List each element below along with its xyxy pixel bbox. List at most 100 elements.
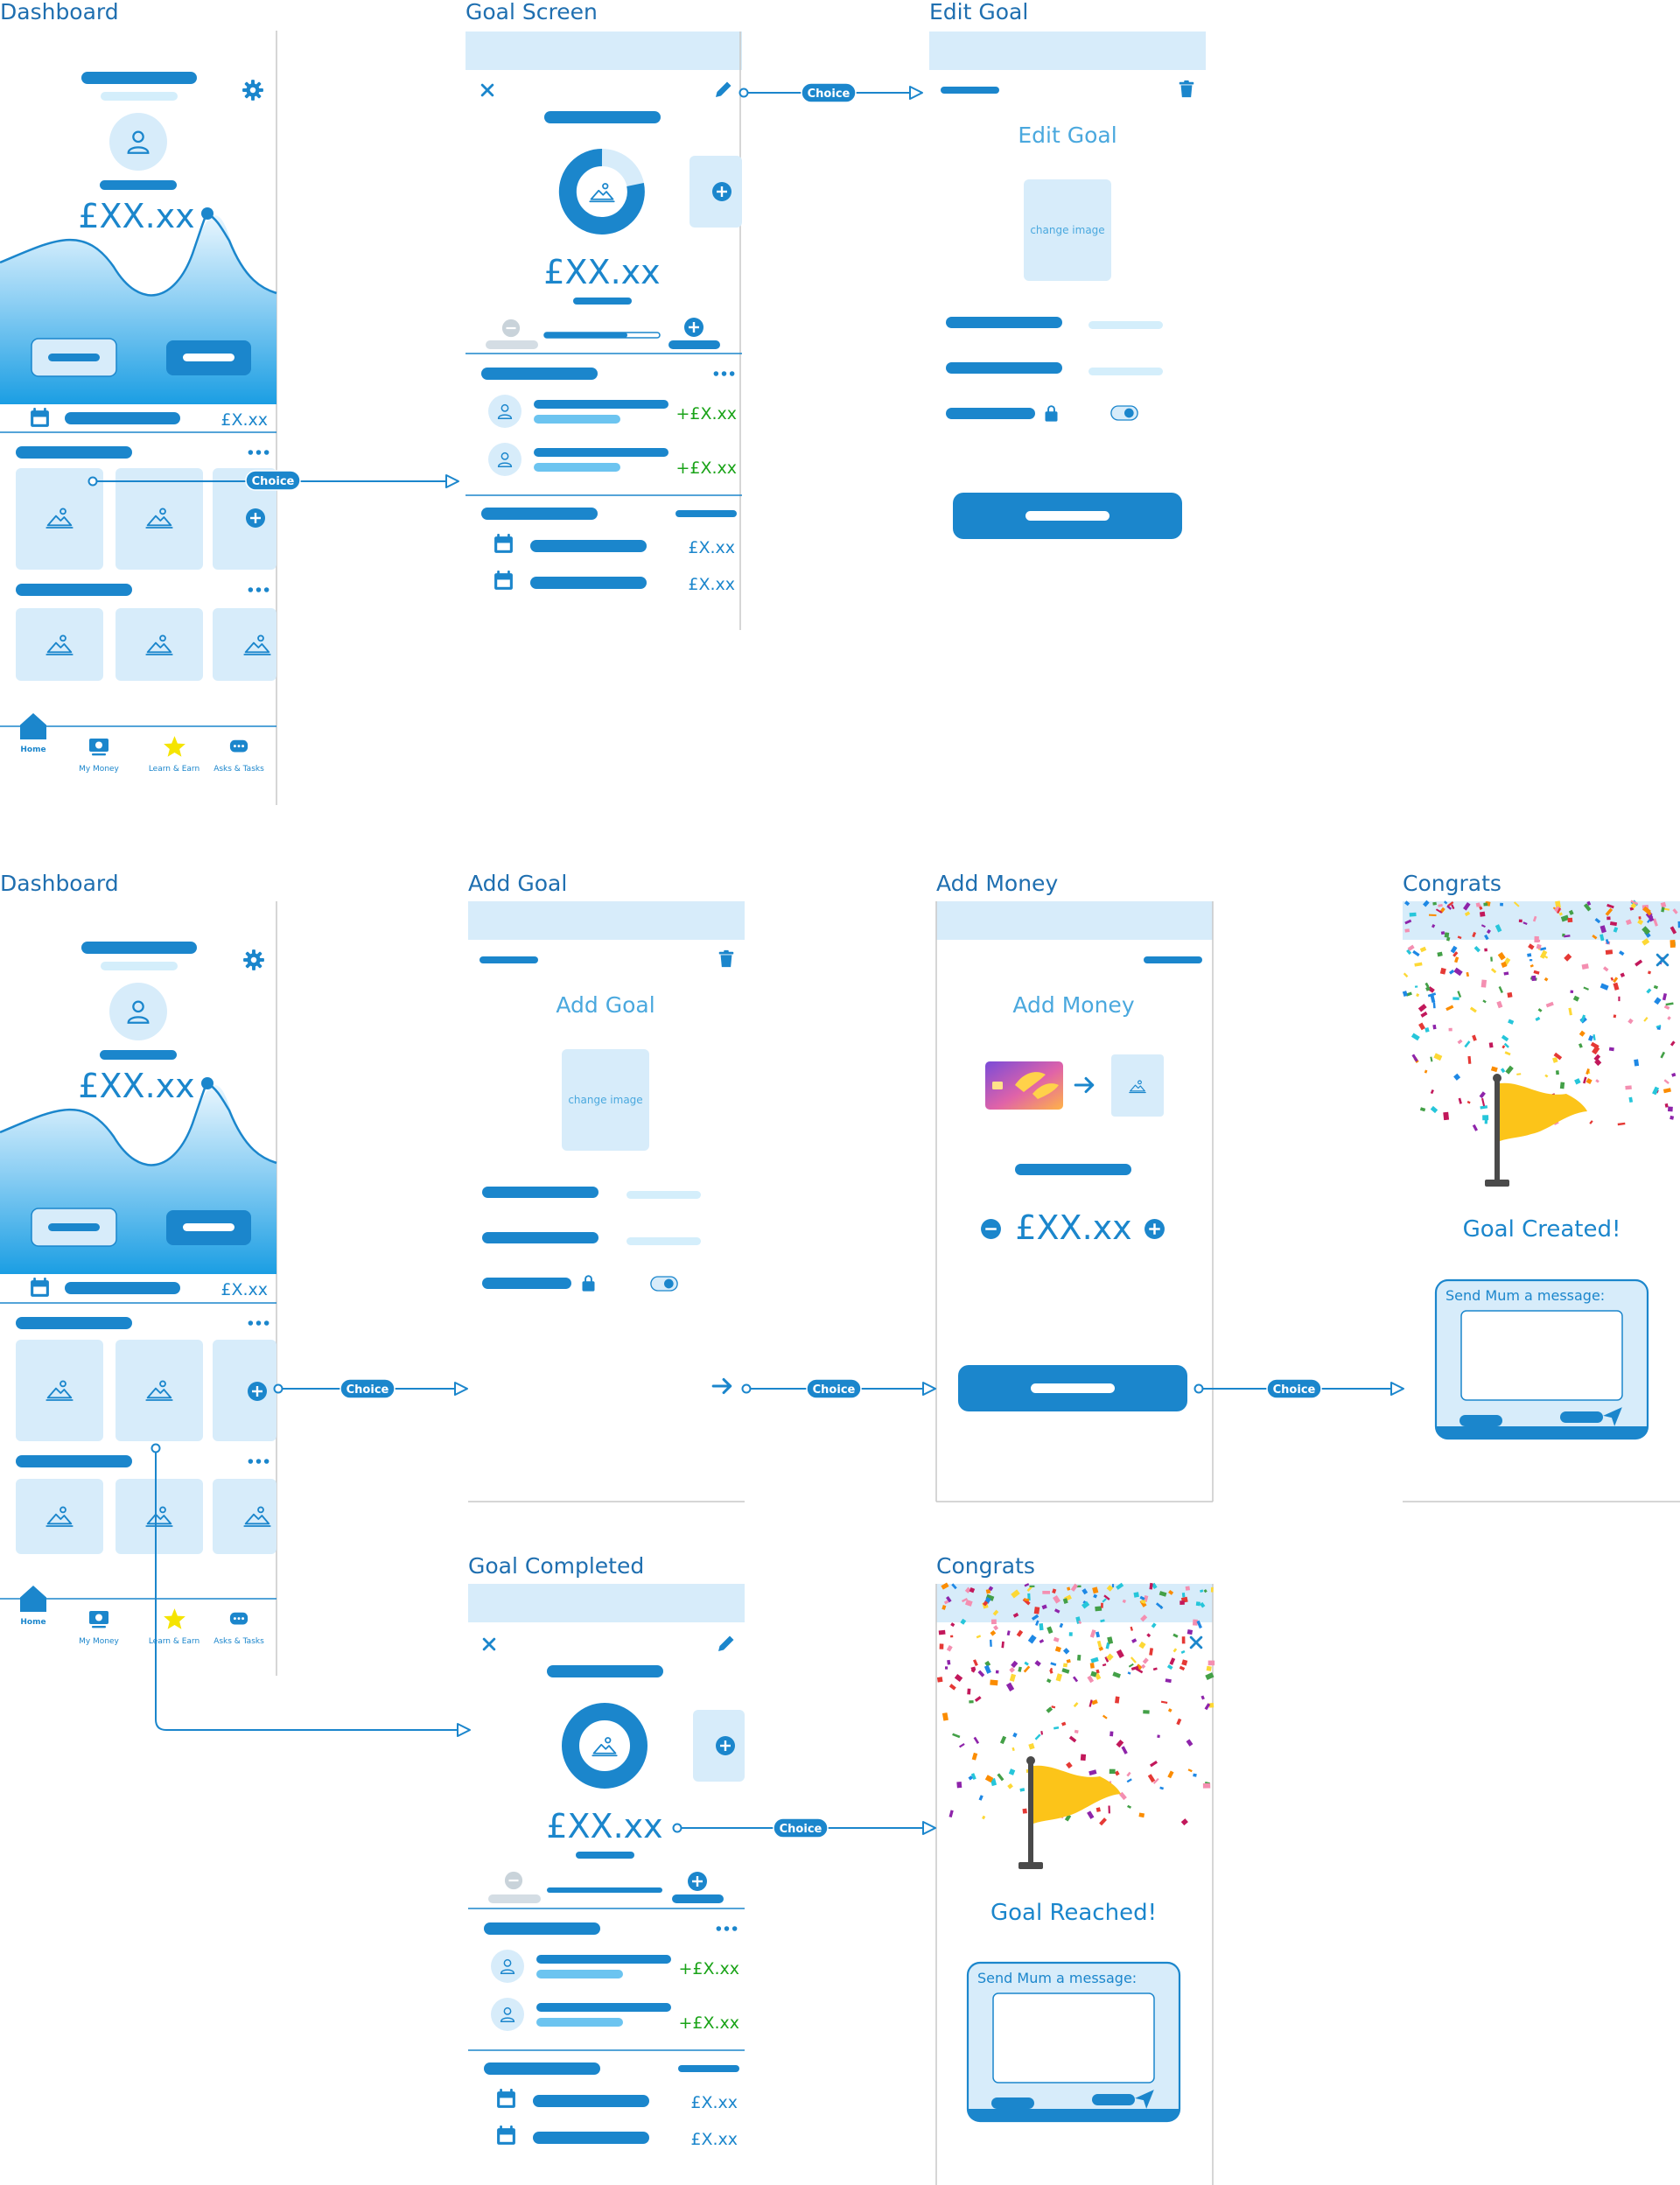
- choice-pill[interactable]: Choice: [806, 1378, 862, 1399]
- choice-pill[interactable]: Choice: [801, 82, 857, 103]
- nav-label-learn-earn[interactable]: Learn & Earn: [149, 1637, 200, 1646]
- plus-icon[interactable]: [246, 508, 265, 528]
- confetti-piece: [1052, 1588, 1057, 1594]
- chat-icon[interactable]: [229, 739, 248, 753]
- calendar-icon: [31, 1278, 49, 1297]
- confetti-piece: [1634, 1059, 1640, 1067]
- reward-tile[interactable]: [213, 1479, 276, 1554]
- add-goal-tile[interactable]: [213, 1340, 276, 1441]
- confetti-piece: [1480, 979, 1488, 988]
- change-image-label[interactable]: change image: [1030, 224, 1104, 236]
- reward-tile[interactable]: [116, 608, 203, 681]
- amount-field[interactable]: [1088, 368, 1163, 375]
- confetti-piece: [1039, 1639, 1045, 1644]
- change-image-tile[interactable]: [562, 1049, 649, 1151]
- plus-icon[interactable]: [716, 1736, 735, 1755]
- more-icon[interactable]: [716, 1926, 738, 1931]
- change-image-label[interactable]: change image: [568, 1094, 642, 1106]
- message-option-button[interactable]: [1460, 1415, 1502, 1426]
- close-icon[interactable]: [482, 1637, 496, 1651]
- confetti-piece: [1138, 1641, 1146, 1649]
- reward-tile[interactable]: [116, 1479, 203, 1554]
- confetti-piece: [1469, 1006, 1477, 1013]
- reward-tile[interactable]: [16, 1479, 103, 1554]
- close-icon[interactable]: [1189, 1635, 1203, 1649]
- minus-icon[interactable]: [504, 1871, 523, 1890]
- nav-label-learn-earn[interactable]: Learn & Earn: [149, 765, 200, 774]
- reward-tile[interactable]: [213, 608, 276, 681]
- nav-label-asks-tasks[interactable]: Asks & Tasks: [214, 1637, 264, 1646]
- money-icon[interactable]: [89, 739, 108, 756]
- more-icon[interactable]: [248, 587, 270, 592]
- more-icon[interactable]: [248, 450, 270, 455]
- name-field[interactable]: [626, 1191, 701, 1199]
- trash-icon[interactable]: [718, 949, 734, 968]
- close-icon[interactable]: [480, 83, 494, 97]
- message-input[interactable]: [992, 1992, 1155, 2083]
- balance-amount: £XX.xx: [78, 1067, 194, 1105]
- confetti-piece: [1458, 1097, 1462, 1104]
- plus-icon[interactable]: [248, 1382, 267, 1401]
- reward-tile[interactable]: [16, 608, 103, 681]
- confetti-piece: [1438, 904, 1443, 907]
- nav-label-home[interactable]: Home: [20, 1618, 46, 1627]
- amount-slider[interactable]: [547, 1887, 662, 1893]
- goal-tile[interactable]: [16, 1340, 103, 1441]
- lock-toggle[interactable]: [1110, 405, 1138, 421]
- more-icon[interactable]: [248, 1459, 270, 1464]
- plus-icon[interactable]: [712, 182, 732, 201]
- goal-thumbnail[interactable]: [1111, 1054, 1164, 1117]
- star-icon[interactable]: [164, 736, 186, 757]
- choice-pill[interactable]: Choice: [245, 470, 301, 491]
- nav-label-asks-tasks[interactable]: Asks & Tasks: [214, 765, 264, 774]
- message-input[interactable]: [1460, 1310, 1623, 1401]
- close-icon[interactable]: [1656, 953, 1670, 967]
- confetti-piece: [1167, 1708, 1172, 1712]
- confetti-piece: [1539, 949, 1548, 959]
- plus-icon[interactable]: [1144, 1219, 1165, 1239]
- edit-icon[interactable]: [718, 1635, 734, 1652]
- confetti-piece: [1139, 1595, 1145, 1600]
- gear-icon[interactable]: [242, 80, 263, 101]
- home-icon[interactable]: [20, 713, 46, 739]
- star-icon[interactable]: [164, 1608, 186, 1629]
- home-icon[interactable]: [20, 1586, 46, 1612]
- more-icon[interactable]: [248, 1320, 270, 1326]
- amount-field[interactable]: [626, 1237, 701, 1245]
- choice-pill[interactable]: Choice: [1266, 1378, 1322, 1399]
- confetti-piece: [1147, 1774, 1156, 1783]
- chart-point[interactable]: [201, 207, 214, 220]
- trash-icon[interactable]: [1179, 80, 1194, 98]
- change-image-tile[interactable]: [1024, 179, 1111, 281]
- name-field[interactable]: [1088, 321, 1163, 329]
- minus-icon[interactable]: [501, 319, 521, 338]
- chat-icon[interactable]: [229, 1612, 248, 1625]
- gear-icon[interactable]: [243, 949, 264, 970]
- plus-icon[interactable]: [684, 318, 704, 337]
- confetti-piece: [1555, 1070, 1559, 1075]
- confetti-piece: [1026, 1586, 1032, 1593]
- choice-pill[interactable]: Choice: [773, 1817, 829, 1838]
- plus-icon[interactable]: [688, 1872, 707, 1891]
- money-icon[interactable]: [89, 1611, 108, 1628]
- chart-point[interactable]: [201, 1077, 214, 1089]
- confetti-piece: [1518, 919, 1522, 923]
- confetti-piece: [982, 1815, 986, 1820]
- more-icon[interactable]: [713, 371, 735, 376]
- minus-icon[interactable]: [981, 1219, 1001, 1239]
- confetti-piece: [1135, 1667, 1144, 1674]
- goal-tile[interactable]: [116, 1340, 203, 1441]
- confetti-piece: [1431, 924, 1436, 928]
- edit-icon[interactable]: [716, 81, 732, 98]
- lock-toggle[interactable]: [650, 1276, 678, 1292]
- nav-label-home[interactable]: Home: [20, 746, 46, 754]
- next-arrow-icon[interactable]: [711, 1377, 732, 1395]
- confetti-piece: [1165, 1678, 1172, 1684]
- confetti-piece: [1590, 1041, 1600, 1049]
- nav-label-my-money[interactable]: My Money: [79, 1637, 119, 1646]
- nav-label-my-money[interactable]: My Money: [79, 765, 119, 774]
- confetti-piece: [1410, 1033, 1420, 1041]
- add-goal-tile[interactable]: [213, 468, 276, 570]
- message-option-button[interactable]: [991, 2097, 1034, 2109]
- choice-pill[interactable]: Choice: [340, 1378, 396, 1399]
